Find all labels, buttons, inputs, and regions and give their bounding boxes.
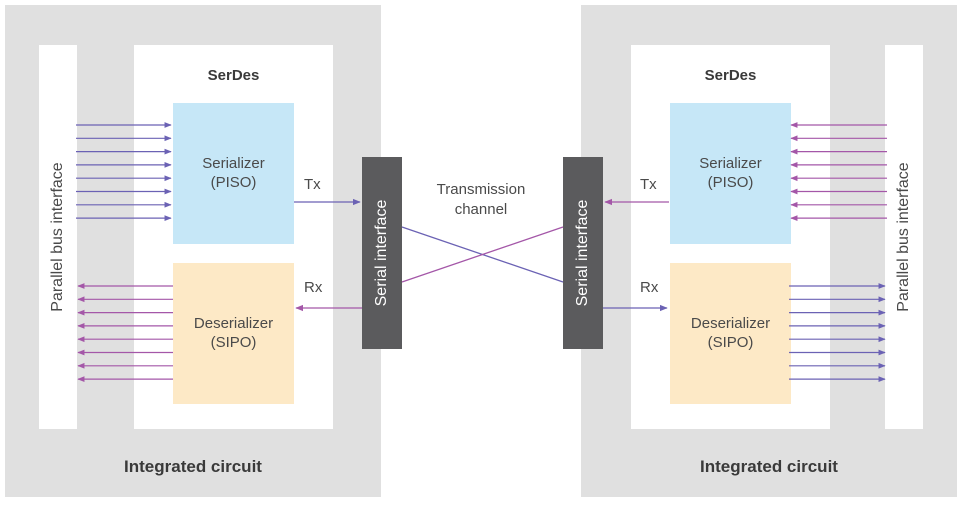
deserializer-type-left: (SIPO) <box>210 333 257 351</box>
transmission-channel-label: Transmission channel <box>416 180 546 219</box>
tx-label-left: Tx <box>304 176 321 193</box>
serializer-type-right: (PISO) <box>707 173 754 191</box>
serdes-left: SerDes Serializer (PISO) Deserializer (S… <box>134 45 333 429</box>
deserializer-right: Deserializer (SIPO) <box>670 263 791 404</box>
parallel-bus-lines <box>76 122 887 382</box>
serdes-title-right: SerDes <box>704 67 757 84</box>
serializer-left: Serializer (PISO) <box>173 103 294 244</box>
integrated-circuit-left: Parallel bus interface SerDes Serializer… <box>5 5 381 497</box>
ic-label-left: Integrated circuit <box>124 457 262 476</box>
deserializer-type-right: (SIPO) <box>707 333 754 351</box>
serializer-right: Serializer (PISO) <box>670 103 791 244</box>
serializer-name-left: Serializer <box>202 154 265 172</box>
integrated-circuit-right: Parallel bus interface SerDes Serializer… <box>581 5 957 497</box>
serdes-title-left: SerDes <box>207 67 260 84</box>
transmission-channel-line1: Transmission <box>436 181 526 198</box>
serial-interface-left: Serial interface <box>362 157 402 349</box>
rx-label-right: Rx <box>640 279 659 296</box>
serdes-right: SerDes Serializer (PISO) Deserializer (S… <box>631 45 830 429</box>
serializer-type-left: (PISO) <box>210 173 257 191</box>
serializer-name-right: Serializer <box>699 154 762 172</box>
tx-label-right: Tx <box>640 176 657 193</box>
deserializer-name-right: Deserializer <box>690 314 771 332</box>
serial-interface-right: Serial interface <box>563 157 603 349</box>
parallel-bus-interface-right: Parallel bus interface <box>885 45 923 429</box>
ic-label-right: Integrated circuit <box>700 457 838 476</box>
rx-label-left: Rx <box>304 279 323 296</box>
channel-wire-right-to-left <box>401 226 564 283</box>
parallel-bus-interface-left: Parallel bus interface <box>39 45 77 429</box>
transmission-channel-line2: channel <box>454 200 508 218</box>
deserializer-name-left: Deserializer <box>193 314 274 332</box>
deserializer-left: Deserializer (SIPO) <box>173 263 294 404</box>
